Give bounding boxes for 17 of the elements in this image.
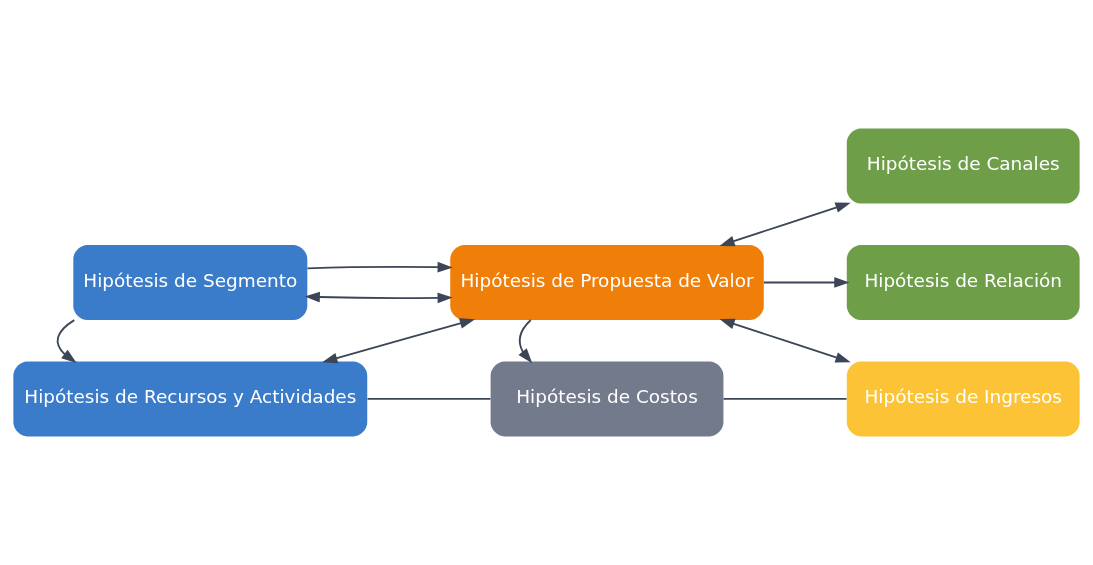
arrow bbox=[763, 277, 850, 288]
arrow bbox=[719, 318, 851, 363]
arrow bbox=[518, 319, 533, 364]
arrow bbox=[306, 261, 453, 273]
node-box: Hipótesis de Propuesta de Valor bbox=[450, 245, 764, 320]
connector bbox=[722, 398, 848, 400]
node-box: Hipótesis de Segmento bbox=[73, 245, 308, 320]
arrow bbox=[719, 202, 851, 247]
node-box: Hipótesis de Recursos y Actividades bbox=[13, 361, 368, 437]
arrow bbox=[304, 291, 453, 304]
arrow bbox=[56, 319, 77, 364]
node-box: Hipótesis de Canales bbox=[846, 128, 1080, 204]
node-box: Hipótesis de Ingresos bbox=[846, 361, 1080, 437]
connector bbox=[366, 398, 492, 400]
arrow bbox=[322, 318, 476, 364]
node-box: Hipótesis de Costos bbox=[490, 361, 724, 437]
node-box: Hipótesis de Relación bbox=[846, 245, 1080, 320]
